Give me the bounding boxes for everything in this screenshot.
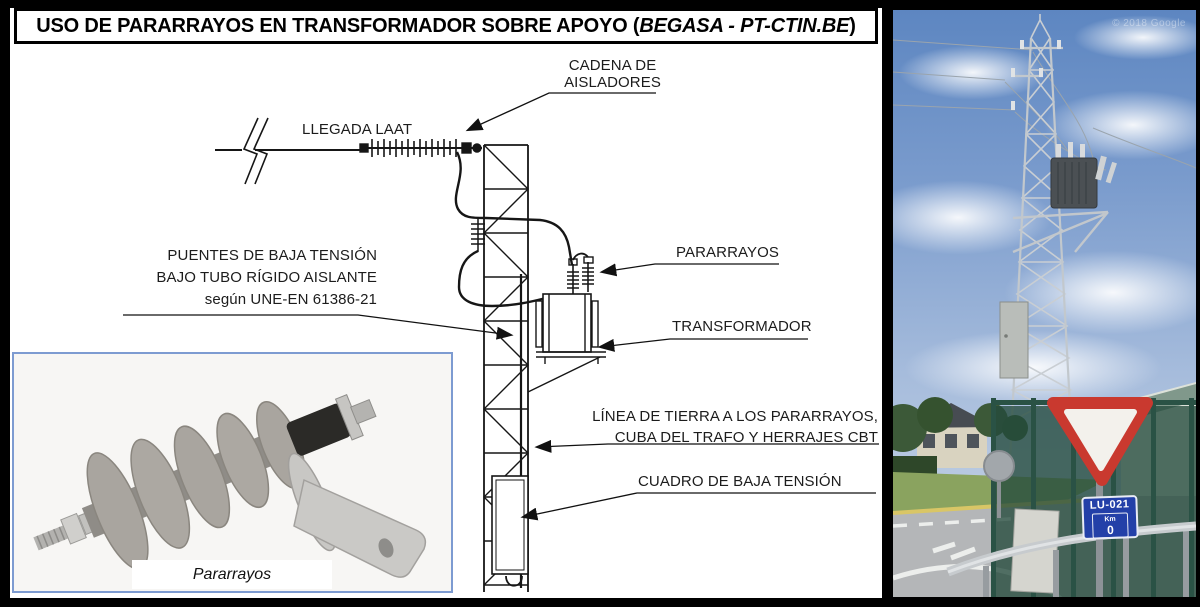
kilometer-sign-value: 0: [1106, 522, 1115, 538]
pole-lattice: [215, 117, 606, 592]
transformer-pole-schematic: [123, 92, 879, 592]
insulator-chain: [371, 139, 457, 157]
photo-watermark: © 2018 Google: [1112, 18, 1186, 29]
photo-transformer: [1012, 142, 1117, 254]
inset-caption: Pararrayos: [132, 560, 332, 589]
round-sign-back: [983, 450, 1015, 518]
transformer-symbol: [527, 252, 606, 393]
pole-arrester-symbol: [471, 218, 485, 252]
arrester-body: [33, 394, 377, 570]
label-puentes-bt: PUENTES DE BAJA TENSIÓN BAJO TUBO RÍGIDO…: [156, 247, 377, 308]
photo-lv-cabinet: [999, 301, 1029, 379]
title-text: USO DE PARARRAYOS EN TRANSFORMADOR SOBRE…: [36, 14, 640, 37]
cloud: [1003, 250, 1196, 335]
diagram-panel: USO DE PARARRAYOS EN TRANSFORMADOR SOBRE…: [10, 8, 882, 598]
label-cuadro-bt: CUADRO DE BAJA TENSIÓN: [638, 473, 842, 490]
label-cadena-aisladores: CADENA DE AISLADORES: [564, 57, 661, 91]
hv-jumper-cable: [454, 151, 574, 266]
arrester-bracket: [287, 452, 427, 578]
tower-insulators: [1011, 40, 1061, 110]
kilometer-sign-box: Km 0: [1091, 512, 1129, 539]
yield-sign: [1047, 397, 1153, 486]
leader-lines: [123, 92, 879, 521]
guardrail: [946, 521, 1196, 597]
street-scene: [893, 382, 1196, 597]
label-transformador: TRANSFORMADOR: [672, 318, 812, 335]
cloud: [898, 45, 1048, 100]
title-close: ): [849, 14, 856, 37]
arrester-inset-photo: Pararrayos: [12, 352, 453, 593]
lv-cabinet-symbol: [491, 475, 529, 575]
label-pararrayos: PARARRAYOS: [676, 244, 779, 261]
site-photo: LU-021 Km 0 © 2018 Google: [893, 10, 1196, 597]
title-brand: BEGASA - PT-CTIN.BE: [639, 14, 850, 37]
arrester-image: [33, 394, 427, 578]
label-llegada-laat: LLEGADA LAAT: [302, 121, 413, 138]
kilometer-sign-road: LU-021: [1089, 498, 1130, 512]
label-linea-tierra: LÍNEA DE TIERRA A LOS PARARRAYOS, CUBA D…: [592, 408, 878, 446]
kilometer-sign: LU-021 Km 0: [1081, 495, 1139, 540]
page-title: USO DE PARARRAYOS EN TRANSFORMADOR SOBRE…: [14, 8, 878, 44]
cloud: [1073, 15, 1196, 60]
cloud: [903, 330, 1163, 405]
lv-bridge-tube: [457, 249, 547, 308]
